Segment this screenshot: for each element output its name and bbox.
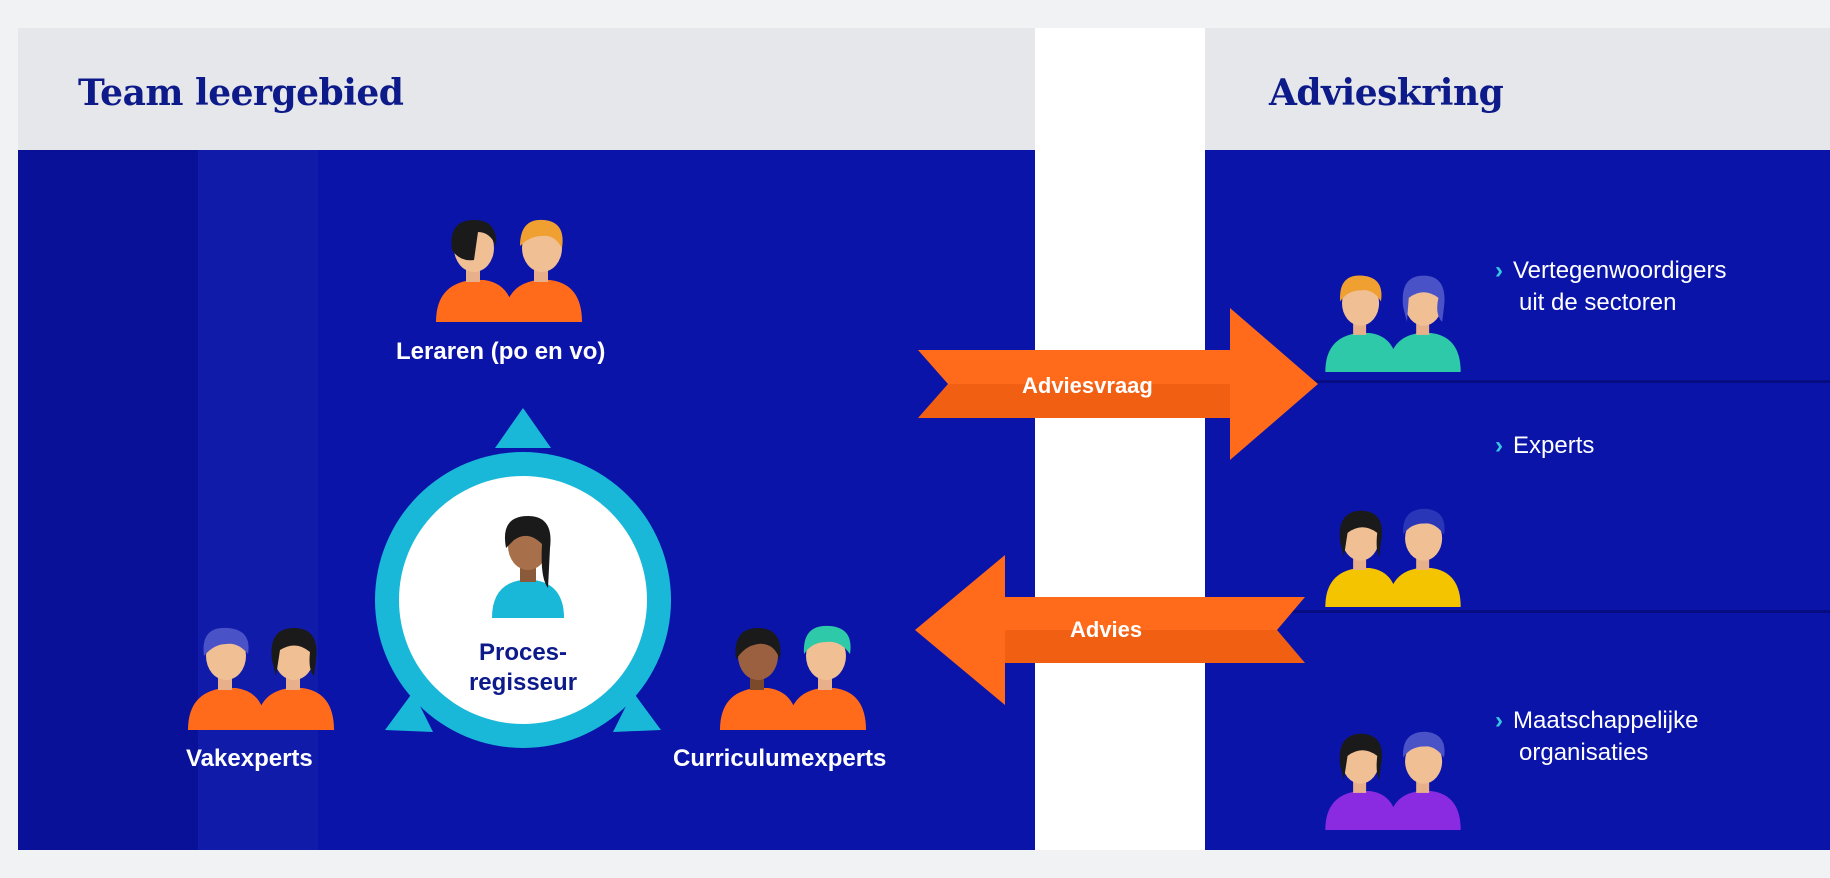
advice-label: Advies xyxy=(1070,617,1143,642)
separator-column xyxy=(1035,28,1205,850)
sector-reps-people-icon xyxy=(1325,275,1461,372)
group-label: ›Maatschappelijke organisaties xyxy=(1495,707,1699,766)
chevron-right-icon: › xyxy=(1495,257,1503,284)
curriculum-experts-label: Curriculumexperts xyxy=(673,745,887,772)
shade-band xyxy=(18,150,198,850)
team-area: Leraren (po en vo) Proces- regisseur xyxy=(18,150,1035,850)
teachers-people-icon xyxy=(436,219,582,322)
curriculum-experts-people-icon xyxy=(720,625,866,730)
team-title: Team leergebied xyxy=(78,72,404,114)
experts-people-icon xyxy=(1325,508,1461,607)
advisory-panel: Advieskring ›Vertegenwoordigers uit de s… xyxy=(1205,28,1830,850)
advisory-title: Advieskring xyxy=(1269,72,1504,114)
advice-request-label: Adviesvraag xyxy=(1022,373,1153,398)
advice-request-arrow xyxy=(918,308,1318,460)
advice-arrow xyxy=(915,555,1305,705)
teachers-label: Leraren (po en vo) xyxy=(396,338,606,365)
team-header: Team leergebied xyxy=(18,28,1035,150)
group-label: ›Experts xyxy=(1495,432,1595,459)
team-panel: Team leergebied Leraren (po en vo) xyxy=(18,28,1035,850)
advisory-area: ›Vertegenwoordigers uit de sectoren ›Exp… xyxy=(1205,150,1830,850)
subject-experts-label: Vakexperts xyxy=(186,745,313,772)
row-divider xyxy=(1205,380,1830,383)
subject-experts-people-icon xyxy=(188,627,334,730)
row-divider xyxy=(1205,610,1830,613)
advisory-header: Advieskring xyxy=(1205,28,1830,150)
process-director-person-icon xyxy=(492,516,564,618)
chevron-right-icon: › xyxy=(1495,432,1503,459)
chevron-right-icon: › xyxy=(1495,707,1503,734)
social-organisations-people-icon xyxy=(1325,731,1461,830)
process-director-label: Proces- regisseur xyxy=(468,639,578,696)
group-label: ›Vertegenwoordigers uit de sectoren xyxy=(1495,257,1727,316)
